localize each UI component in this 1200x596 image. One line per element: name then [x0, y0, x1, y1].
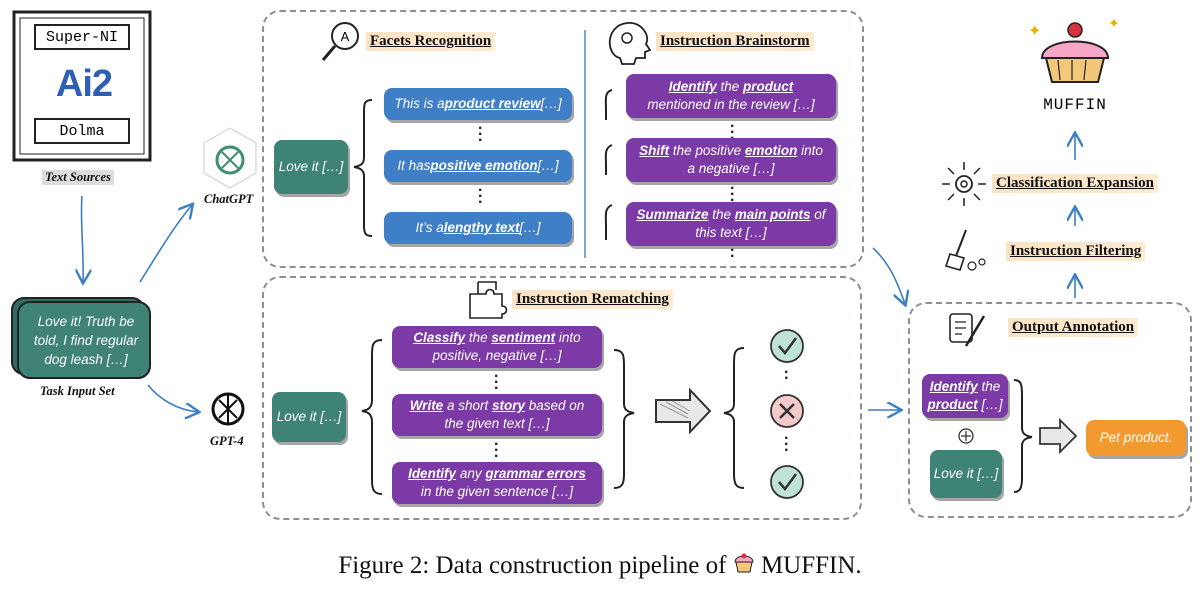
brace-annotation — [1013, 379, 1033, 493]
brainstorm-item: Summarize the main points of this text [… — [626, 202, 836, 246]
ai2-logo: Ai2 — [55, 63, 113, 105]
svg-text:✦: ✦ — [1028, 23, 1041, 40]
broom-icon — [944, 229, 986, 271]
check-icon-1 — [770, 329, 804, 363]
ellipsis-dots: ··· — [478, 120, 484, 149]
arrow-input-to-gpt4 — [147, 384, 198, 412]
facets-header: Facets Recognition — [366, 32, 496, 51]
task-input-stack — [11, 297, 151, 379]
rematch-item: Write a short story based on the given t… — [392, 394, 602, 436]
check-icon-2 — [770, 465, 804, 499]
text-sources-label: Text Sources — [42, 170, 114, 185]
muffin-icon: ✦ ✦ — [1028, 15, 1120, 83]
ellipsis-dots: ··· — [478, 182, 484, 211]
gpt4-logo-icon — [211, 392, 245, 426]
arrow-sources-to-input — [81, 195, 83, 282]
rematch-item: Identify any grammar errors in the given… — [392, 462, 602, 504]
brace-rematch-right — [613, 349, 635, 489]
cross-icon — [770, 394, 804, 428]
ellipsis-dots: ··· — [730, 180, 736, 209]
gear-expand-icon — [942, 162, 986, 206]
brace-brainstorm — [604, 89, 613, 120]
annotation-panel — [908, 302, 1192, 518]
arrow-input-to-chatgpt — [139, 205, 192, 283]
ellipsis-dots: ··· — [494, 368, 500, 397]
muffin-label: MUFFIN — [1043, 96, 1107, 114]
muffin-small-icon — [733, 552, 755, 574]
task-input-text: Love it! Truth be told, I find regular d… — [33, 314, 139, 367]
magnifier-icon: A — [321, 22, 359, 61]
figure-caption: Figure 2: Data construction pipeline of … — [338, 552, 862, 579]
rematching-header: Instruction Rematching — [512, 290, 673, 309]
ellipsis-dots: ·· — [784, 364, 790, 387]
annotation-hollow-arrow — [1039, 417, 1078, 455]
brainstorm-header: Instruction Brainstorm — [656, 32, 814, 51]
annotation-header: Output Annotation — [1008, 318, 1139, 337]
chatgpt-logo-icon — [203, 127, 257, 189]
filtering-header: Instruction Filtering — [1006, 242, 1146, 261]
ellipsis-dots: ··· — [494, 436, 500, 465]
puzzle-icon — [469, 281, 508, 319]
facets-brainstorm-panel — [262, 10, 864, 268]
facet-item: This is a product review […] — [384, 88, 572, 120]
svg-text:A: A — [341, 29, 350, 44]
brainstorm-item: Identify the product mentioned in the re… — [626, 74, 836, 118]
annotation-output-card: Pet product. — [1086, 420, 1186, 456]
annotation-input-card: Love it […] — [930, 450, 1002, 498]
rematch-item: Classify the sentiment into positive, ne… — [392, 326, 602, 368]
gpt4-label: GPT-4 — [210, 434, 244, 448]
task-input-label: Task Input Set — [40, 384, 115, 398]
brain-head-icon — [608, 22, 652, 65]
rematch-input-card: Love it […] — [272, 392, 346, 442]
super-ni-badge: Super-NI — [34, 24, 130, 50]
annotation-instruction-card: Identify the product […] — [922, 374, 1008, 418]
facet-item: It’s a lengthy text […] — [384, 212, 572, 244]
plus-circle-icon — [958, 428, 974, 444]
document-pen-icon — [949, 313, 986, 347]
dolma-badge: Dolma — [34, 118, 130, 144]
arrow-top-to-annotation — [872, 247, 905, 304]
ellipsis-dots: ·· — [730, 242, 736, 265]
brace-checks-left — [723, 347, 745, 489]
chatgpt-label: ChatGPT — [204, 192, 254, 206]
brace-rematch-left — [361, 339, 383, 495]
brainstorm-item: Shift the positive emotion into a negati… — [626, 138, 836, 182]
ellipsis-dots: ··· — [784, 430, 790, 459]
brace-facets — [353, 99, 373, 237]
svg-text:✦: ✦ — [1108, 15, 1120, 31]
facet-item: It has positive emotion […] — [384, 150, 572, 182]
facets-input-card: Love it […] — [274, 140, 348, 194]
text-sources-document-icon — [12, 10, 152, 162]
rematching-panel — [262, 276, 862, 520]
expansion-header: Classification Expansion — [992, 174, 1158, 193]
